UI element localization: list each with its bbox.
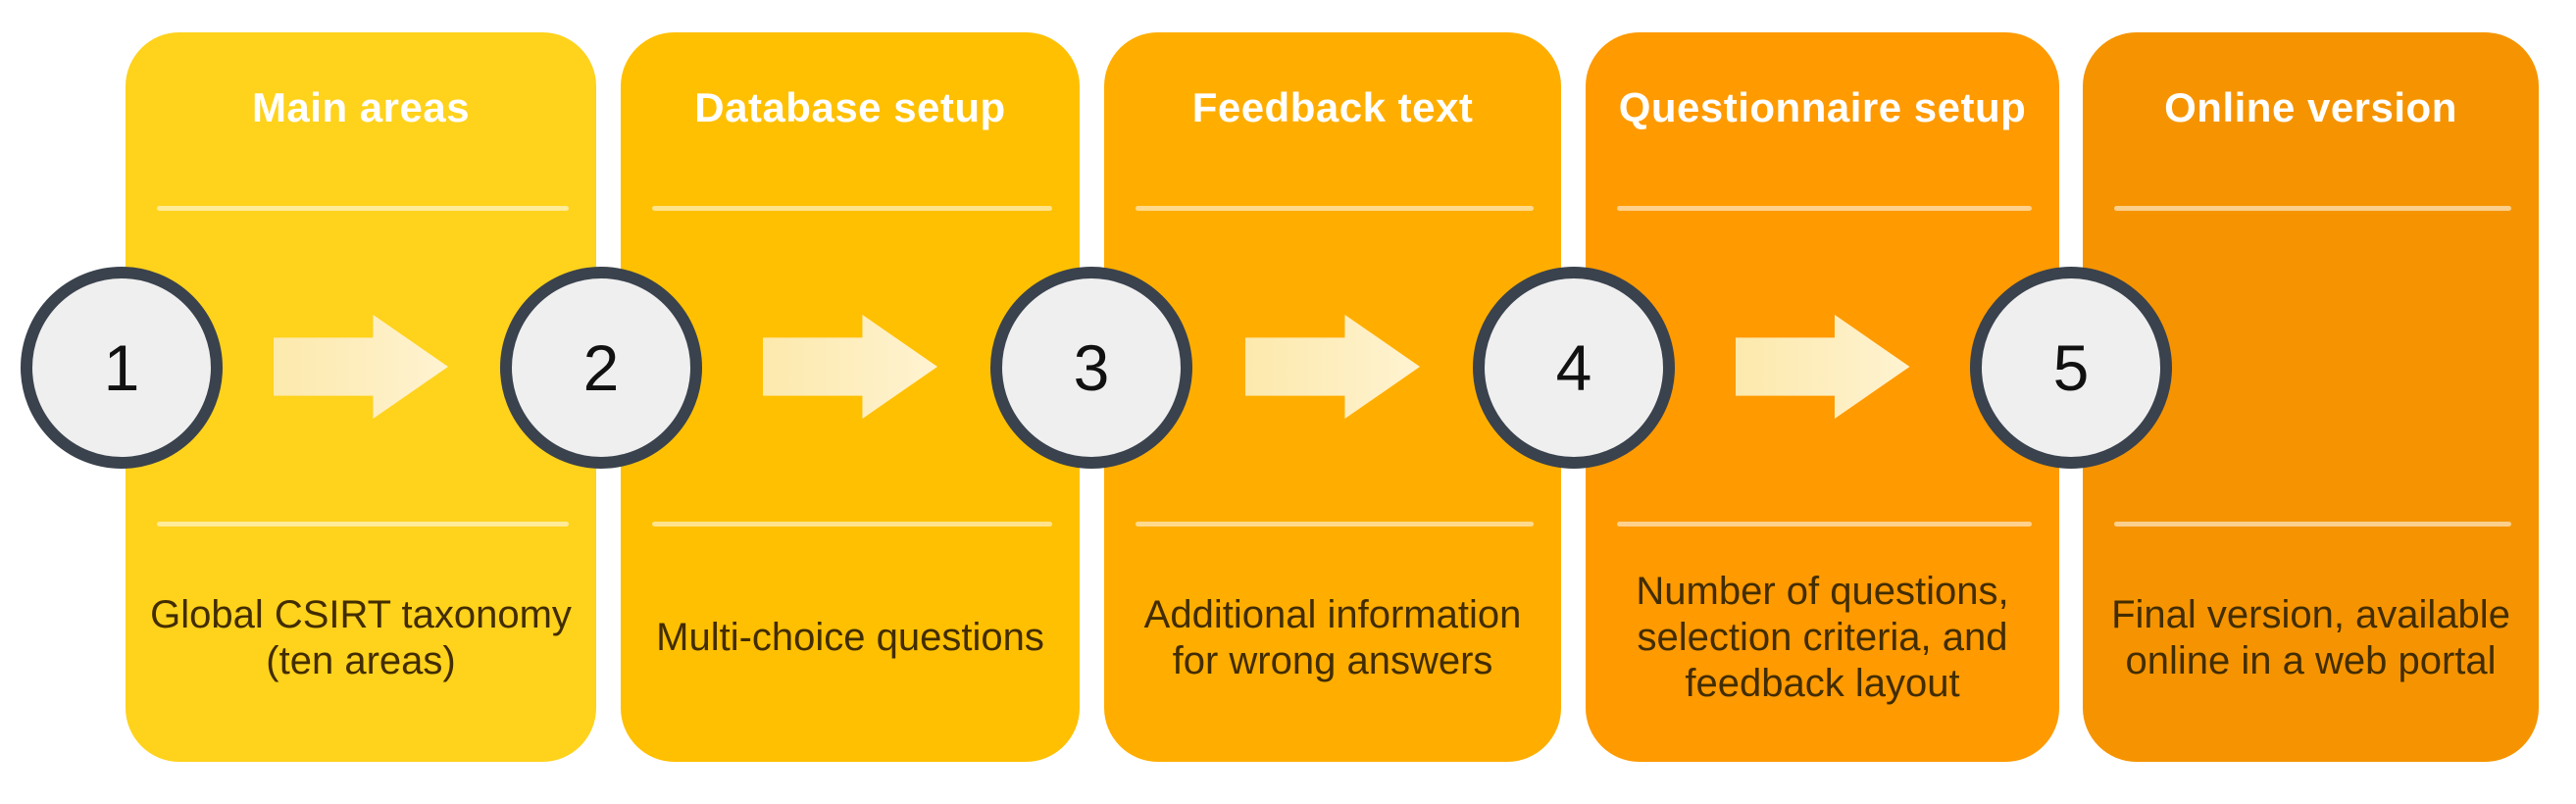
divider-line [1617,522,2032,527]
step-title: Main areas [251,84,471,130]
step-description-line: for wrong answers [1172,638,1493,682]
step-description-line: Final version, available [2111,592,2510,636]
step-description-line: Number of questions, [1636,570,2009,613]
divider-line [2114,206,2511,211]
arrow-right-icon [1735,315,1910,419]
step-title: Online version [2164,84,2457,130]
step-description: Multi-choice questions [629,528,1072,748]
step-title: Feedback text [1191,84,1474,130]
step-number: 1 [103,331,140,404]
divider-line [157,206,569,211]
step-description-line: (ten areas) [266,638,456,682]
step-description: Additional information for wrong answers [1112,528,1553,748]
step-number: 4 [1555,331,1592,404]
arrow-right-icon [763,315,937,419]
step-number-badge-2: 2 [500,267,702,469]
divider-line [2114,522,2511,527]
arrow-right-icon [274,315,448,419]
step-description-line: Additional information [1143,592,1522,636]
step-title: Database setup [694,84,1006,130]
step-description: Number of questions, selection criteria,… [1593,528,2051,748]
step-number: 2 [582,331,620,404]
arrow-right-icon [1245,315,1420,419]
step-description: Global CSIRT taxonomy (ten areas) [133,528,588,748]
step-description-line: online in a web portal [2125,638,2497,682]
step-description-line: selection criteria, and [1637,616,2008,659]
step-number-badge-5: 5 [1970,267,2172,469]
step-number-badge-1: 1 [21,267,223,469]
step-description-line: Multi-choice questions [656,616,1044,659]
step-number-badge-3: 3 [990,267,1192,469]
divider-line [157,522,569,527]
divider-line [652,522,1052,527]
divider-line [1617,206,2032,211]
step-number: 5 [2052,331,2090,404]
divider-line [1136,206,1534,211]
step-description-line: feedback layout [1685,662,1960,705]
divider-line [1136,522,1534,527]
step-number-badge-4: 4 [1473,267,1675,469]
step-title: Questionnaire setup [1618,84,2027,130]
divider-line [652,206,1052,211]
step-number: 3 [1073,331,1110,404]
step-description-line: Global CSIRT taxonomy [150,592,572,636]
step-description: Final version, available online in a web… [2091,528,2531,748]
